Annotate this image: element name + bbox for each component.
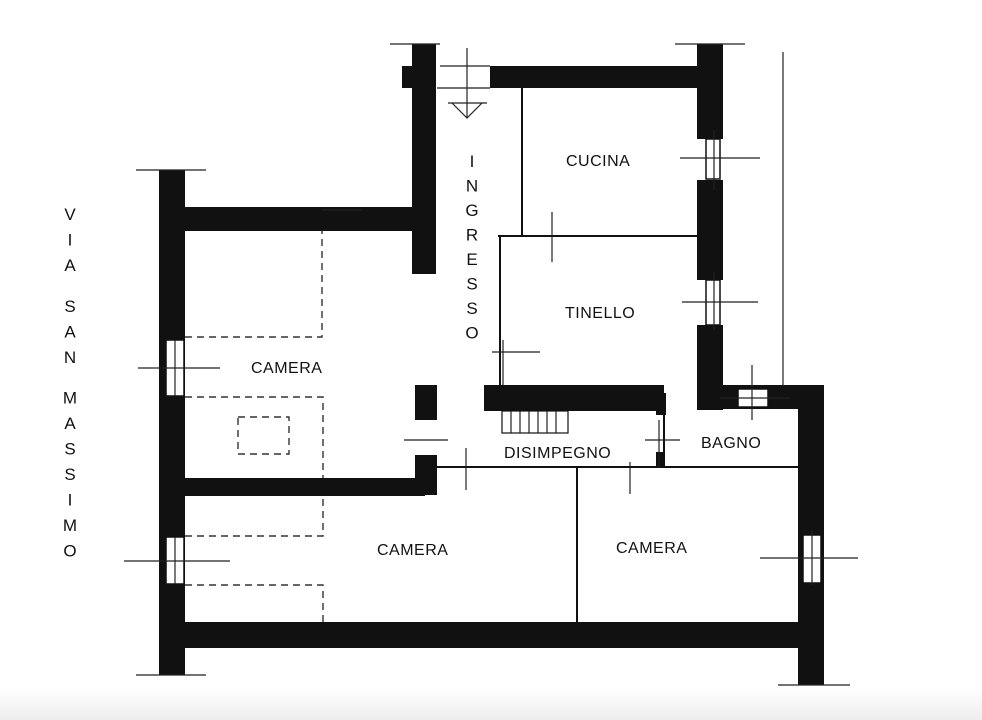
street-label-letter: I: [68, 491, 73, 510]
room-label-cucina: CUCINA: [566, 153, 630, 170]
street-label-letter: V: [64, 205, 76, 224]
street-label-letter: S: [64, 297, 75, 316]
street-label-letter: A: [64, 322, 76, 341]
ingresso-label-letter: N: [466, 177, 478, 196]
ingresso-label-letter: R: [466, 226, 478, 245]
street-label-letter: M: [63, 389, 77, 408]
room-labels: CUCINA TINELLO CAMERA DISIMPEGNO BAGNO C…: [251, 152, 761, 559]
street-label-letter: A: [64, 414, 76, 433]
street-label-letter: S: [64, 440, 75, 459]
room-label-disimpegno: DISIMPEGNO: [504, 445, 611, 462]
ingresso-label-letter: I: [470, 152, 475, 171]
walls: [159, 44, 824, 685]
ingresso-label-letter: G: [465, 201, 478, 220]
stair-treads: [501, 410, 569, 434]
street-label-letter: O: [63, 542, 76, 561]
bottom-band: [0, 688, 982, 720]
room-label-camera-nw: CAMERA: [251, 360, 322, 377]
ingresso-label-letter: E: [466, 250, 477, 269]
street-label-letter: S: [64, 465, 75, 484]
ingresso-label-letter: S: [466, 299, 477, 318]
ingresso-label-letter: O: [465, 324, 478, 343]
street-label-letter: M: [63, 516, 77, 535]
room-label-tinello: TINELLO: [565, 305, 635, 322]
ingresso-label-letter: S: [466, 275, 477, 294]
partitions: [437, 52, 800, 622]
street-label-letter: I: [68, 231, 73, 250]
street-label-letter: N: [64, 348, 76, 367]
street-label-letter: A: [64, 256, 76, 275]
room-label-bagno: BAGNO: [701, 435, 761, 452]
room-label-camera-sw: CAMERA: [377, 542, 448, 559]
openings: [124, 43, 858, 686]
room-label-camera-se: CAMERA: [616, 540, 687, 557]
dashed-outlines: [185, 231, 324, 622]
